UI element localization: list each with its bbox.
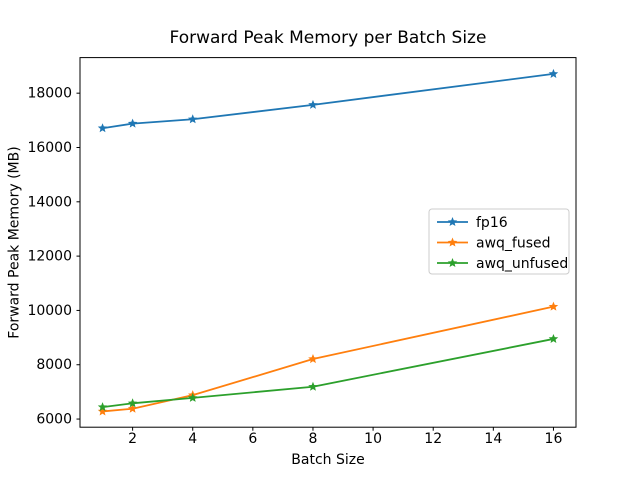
legend-marker-star bbox=[447, 237, 458, 247]
data-point-marker-awq_unfused bbox=[548, 333, 559, 343]
data-point-marker-fp16 bbox=[127, 118, 138, 128]
y-tick-label: 14000 bbox=[27, 194, 72, 210]
data-point-marker-fp16 bbox=[548, 68, 559, 78]
y-tick-label: 6000 bbox=[36, 412, 72, 428]
legend-entry-label: fp16 bbox=[476, 215, 508, 231]
series-line-fp16 bbox=[101, 72, 555, 130]
x-tick-label: 2 bbox=[128, 431, 137, 447]
data-point-marker-fp16 bbox=[308, 99, 318, 109]
y-tick-label: 16000 bbox=[27, 140, 72, 156]
legend-entry-label: awq_unfused bbox=[476, 256, 568, 272]
legend-marker-star bbox=[447, 258, 458, 268]
series-line-awq_fused bbox=[101, 305, 555, 413]
y-tick-label: 18000 bbox=[27, 86, 72, 102]
data-point-marker-awq_unfused bbox=[187, 392, 198, 402]
x-tick-label: 12 bbox=[424, 431, 442, 447]
data-point-marker-awq_fused bbox=[548, 301, 559, 311]
x-tick-label: 16 bbox=[545, 431, 563, 447]
data-point-marker-awq_unfused bbox=[97, 402, 108, 412]
legend-entry-label: awq_fused bbox=[476, 236, 551, 252]
legend-box bbox=[428, 208, 570, 275]
data-point-marker-awq_fused bbox=[308, 354, 318, 364]
data-point-marker-awq_unfused bbox=[308, 381, 318, 391]
x-tick-label: 14 bbox=[484, 431, 502, 447]
y-tick-label: 8000 bbox=[36, 357, 72, 373]
data-point-marker-awq_fused bbox=[127, 403, 138, 413]
legend-marker-star bbox=[447, 217, 458, 227]
chart-title: Forward Peak Memory per Batch Size bbox=[169, 28, 487, 48]
x-tick-label: 4 bbox=[188, 431, 197, 447]
data-point-marker-fp16 bbox=[187, 114, 198, 124]
data-point-marker-awq_unfused bbox=[127, 398, 138, 408]
x-tick-label: 10 bbox=[364, 431, 382, 447]
y-tick-label: 12000 bbox=[27, 249, 72, 265]
plot-area bbox=[79, 57, 577, 428]
x-tick-label: 6 bbox=[248, 431, 257, 447]
x-axis-label: Batch Size bbox=[291, 452, 365, 468]
x-tick-label: 8 bbox=[309, 431, 318, 447]
data-point-marker-awq_fused bbox=[97, 406, 108, 416]
data-point-marker-fp16 bbox=[97, 123, 108, 133]
y-tick-label: 10000 bbox=[27, 303, 72, 319]
series-line-awq_unfused bbox=[101, 338, 555, 409]
